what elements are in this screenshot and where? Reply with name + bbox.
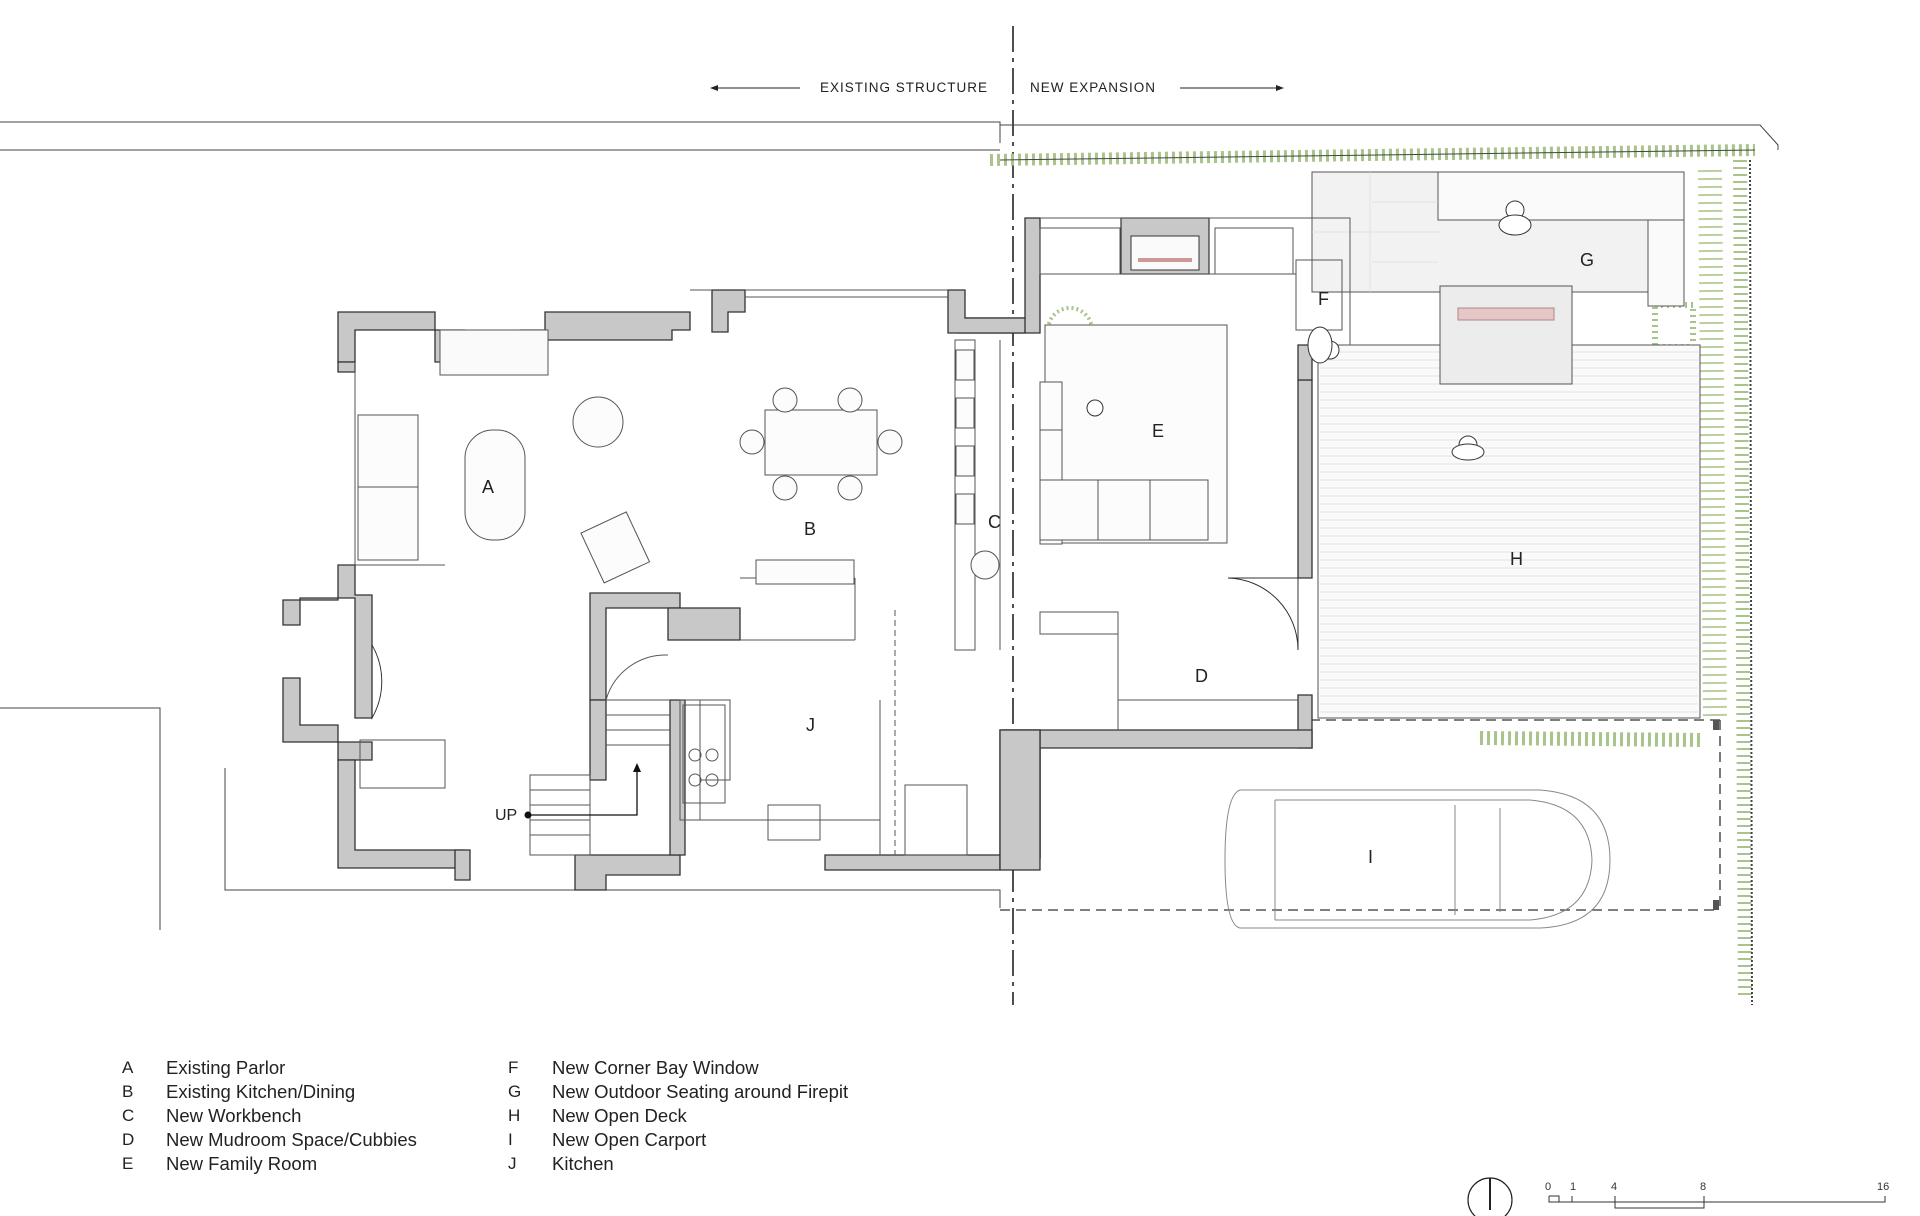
carport-post (1713, 900, 1719, 910)
legend-item: C New Workbench (122, 1104, 417, 1128)
legend-key: G (508, 1082, 522, 1101)
room-label-c: C (988, 512, 1001, 532)
legend-key: J (508, 1154, 517, 1173)
parlor-furniture (357, 396, 651, 584)
fireplace-existing (439, 329, 549, 376)
existing-structure-label: EXISTING STRUCTURE (820, 80, 988, 95)
stair-arrow (524, 763, 641, 819)
legend-item: G New Outdoor Seating around Firepit (508, 1080, 848, 1104)
legend-text: New Workbench (166, 1105, 302, 1126)
room-label-g: G (1580, 250, 1594, 270)
existing-walls (282, 289, 1041, 891)
north-arrow-icon (1467, 1177, 1513, 1216)
room-label-b: B (804, 519, 816, 539)
legend-text: New Open Deck (552, 1105, 687, 1126)
legend-text: New Outdoor Seating around Firepit (552, 1081, 849, 1102)
room-label-j: J (806, 715, 815, 735)
legend-column-left: A Existing Parlor B Existing Kitchen/Dinin… (122, 1056, 417, 1176)
legend-text: New Family Room (166, 1153, 318, 1174)
scale-bar (1548, 1195, 1886, 1209)
family-room-furniture (1039, 324, 1228, 545)
room-label-e: E (1152, 421, 1164, 441)
legend-key: I (508, 1130, 513, 1149)
legend-key: E (122, 1154, 134, 1173)
legend-key: C (122, 1106, 135, 1125)
section-header (710, 85, 1284, 91)
scale-tick-16: 16 (1877, 1181, 1889, 1193)
terrace-pavers (1312, 172, 1440, 292)
legend-item: B Existing Kitchen/Dining (122, 1080, 417, 1104)
room-label-h: H (1510, 549, 1523, 569)
scale-tick-8: 8 (1700, 1181, 1706, 1193)
kitchen-counters (682, 704, 821, 841)
car (1224, 789, 1611, 929)
people (1086, 200, 1532, 461)
legend-item: E New Family Room (122, 1152, 417, 1176)
new-expansion-label: NEW EXPANSION (1030, 80, 1156, 95)
expansion-outline (1039, 217, 1351, 730)
room-label-a: A (482, 477, 494, 497)
workbench-stool (970, 550, 1000, 580)
boundary-fence (999, 149, 1756, 1006)
dining-furniture (739, 349, 975, 585)
legend-key: A (122, 1058, 134, 1077)
legend-item: J Kitchen (508, 1152, 848, 1176)
legend-item: F New Corner Bay Window (508, 1056, 848, 1080)
carport-post (1713, 720, 1719, 730)
room-label-d: D (1195, 666, 1208, 686)
firepit-terrace (1311, 171, 1685, 385)
property-lines (0, 121, 1779, 930)
legend-key: B (122, 1082, 134, 1101)
legend-text: New Open Carport (552, 1129, 707, 1150)
legend-text: New Corner Bay Window (552, 1057, 759, 1078)
legend: A Existing Parlor B Existing Kitchen/Dinin… (122, 1056, 882, 1186)
legend-column-right: F New Corner Bay Window G New Outdoor Seat… (508, 1056, 848, 1176)
carport-outline (1000, 719, 1721, 911)
legend-item: A Existing Parlor (122, 1056, 417, 1080)
scale-tick-1: 1 (1570, 1181, 1576, 1193)
room-label-i: I (1368, 847, 1373, 867)
legend-item: I New Open Carport (508, 1128, 848, 1152)
room-label-f: F (1318, 289, 1329, 309)
legend-key: H (508, 1106, 521, 1125)
legend-item: H New Open Deck (508, 1104, 848, 1128)
mudroom-door (1227, 577, 1299, 651)
legend-text: Existing Parlor (166, 1057, 286, 1078)
legend-text: Kitchen (552, 1153, 614, 1174)
legend-text: Existing Kitchen/Dining (166, 1081, 356, 1102)
legend-key: F (508, 1058, 519, 1077)
scale-tick-0: 0 (1545, 1181, 1551, 1193)
legend-item: D New Mudroom Space/Cubbies (122, 1128, 417, 1152)
legend-text: New Mudroom Space/Cubbies (166, 1129, 417, 1150)
legend-key: D (122, 1130, 135, 1149)
deck (1317, 344, 1701, 719)
front-door (371, 644, 383, 720)
stair-up-label: UP (495, 807, 517, 824)
scale-tick-4: 4 (1611, 1181, 1617, 1193)
